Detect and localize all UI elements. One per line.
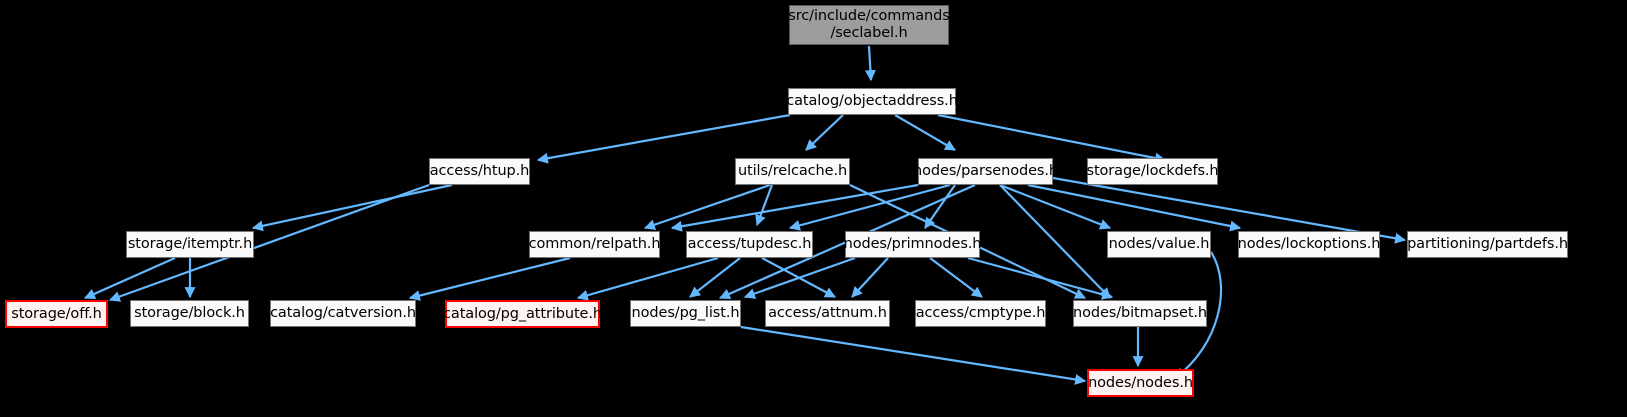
graph-node-cmptype[interactable]: access/cmptype.h bbox=[915, 300, 1046, 327]
edge-primnodes-to-pg_list bbox=[743, 256, 856, 299]
edge-parsenodes-to-lockoptions bbox=[1027, 183, 1242, 232]
edge-seclabel-to-objectaddress bbox=[864, 45, 876, 82]
edge-objectaddress-to-htup bbox=[536, 113, 791, 164]
graph-node-seclabel[interactable]: src/include/commands /seclabel.h bbox=[788, 5, 950, 45]
graph-node-bitmapset[interactable]: nodes/bitmapset.h bbox=[1073, 300, 1207, 327]
edge-primnodes-to-attnum bbox=[851, 257, 889, 298]
graph-node-nodes[interactable]: nodes/nodes.h bbox=[1087, 369, 1194, 397]
edge-parsenodes-to-relpath bbox=[670, 183, 919, 232]
graph-node-relpath[interactable]: common/relpath.h bbox=[529, 231, 661, 258]
graph-node-pg_attribute[interactable]: catalog/pg_attribute.h bbox=[443, 300, 602, 328]
edge-objectaddress-to-relcache bbox=[805, 114, 844, 151]
graph-node-pg_list[interactable]: nodes/pg_list.h bbox=[630, 300, 741, 327]
graph-node-lockdefs[interactable]: storage/lockdefs.h bbox=[1086, 158, 1219, 185]
edge-relcache-to-relpath bbox=[643, 183, 771, 230]
edge-objectaddress-to-lockdefs bbox=[937, 113, 1167, 164]
graph-node-objectaddress[interactable]: catalog/objectaddress.h bbox=[786, 88, 958, 115]
graph-node-off[interactable]: storage/off.h bbox=[5, 300, 108, 328]
edge-objectaddress-to-parsenodes bbox=[894, 114, 956, 151]
graph-node-parsenodes[interactable]: nodes/parsenodes.h bbox=[913, 158, 1058, 185]
edge-tupdesc-to-pg_attribute bbox=[576, 256, 719, 301]
graph-node-primnodes[interactable]: nodes/primnodes.h bbox=[844, 231, 982, 258]
edge-relcache-to-tupdesc bbox=[755, 184, 774, 227]
edge-htup-to-itemptr bbox=[251, 183, 453, 232]
edge-pg_list-to-nodes bbox=[740, 325, 1087, 385]
graph-node-relcache[interactable]: utils/relcache.h bbox=[735, 158, 850, 185]
graph-node-partdefs[interactable]: partitioning/partdefs.h bbox=[1407, 231, 1568, 258]
edge-parsenodes-to-tupdesc bbox=[788, 183, 951, 231]
graph-node-attnum[interactable]: access/attnum.h bbox=[765, 300, 890, 327]
edge-tupdesc-to-attnum bbox=[761, 257, 836, 298]
edge-group bbox=[83, 45, 1407, 385]
edge-tupdesc-to-pg_list bbox=[689, 257, 741, 298]
edge-primnodes-to-bitmapset bbox=[967, 256, 1114, 300]
graph-node-block[interactable]: storage/block.h bbox=[130, 300, 249, 327]
edge-parsenodes-to-primnodes bbox=[924, 184, 956, 229]
edge-parsenodes-to-value bbox=[999, 183, 1112, 230]
graph-node-catversion[interactable]: catalog/catversion.h bbox=[270, 300, 416, 327]
edge-relpath-to-catversion bbox=[408, 256, 571, 301]
graph-node-itemptr[interactable]: storage/itemptr.h bbox=[126, 231, 254, 258]
graph-node-value[interactable]: nodes/value.h bbox=[1107, 231, 1211, 258]
edge-primnodes-to-cmptype bbox=[929, 257, 983, 298]
graph-node-lockoptions[interactable]: nodes/lockoptions.h bbox=[1238, 231, 1380, 258]
graph-node-tupdesc[interactable]: access/tupdesc.h bbox=[686, 231, 813, 258]
graph-node-htup[interactable]: access/htup.h bbox=[429, 158, 530, 185]
edge-itemptr-to-off bbox=[83, 256, 176, 300]
edge-parsenodes-to-bitmapset bbox=[999, 184, 1111, 299]
